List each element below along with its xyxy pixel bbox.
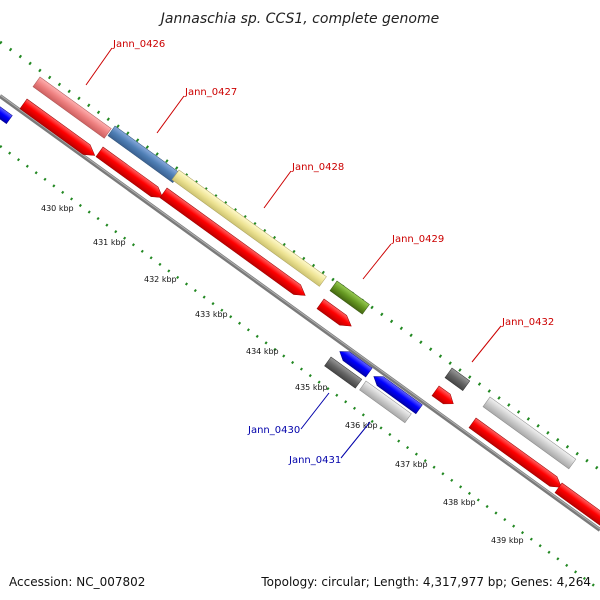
gene-label-jann-0429[interactable]: Jann_0429 — [391, 234, 444, 245]
tick-label: 434 kbp — [246, 347, 279, 356]
cog-bar-darkgray[interactable] — [324, 356, 363, 389]
cds-arrow[interactable] — [316, 298, 355, 331]
tick-label: 431 kbp — [93, 238, 126, 247]
cds-arrow[interactable] — [95, 146, 166, 202]
cog-bar-lightgray[interactable] — [482, 396, 577, 470]
gene-label-jann-0426[interactable]: Jann_0426 — [112, 39, 165, 50]
gene-label-jann-0430[interactable]: Jann_0430 — [247, 425, 300, 436]
tick-label: 438 kbp — [443, 498, 476, 507]
gc-dots-outer — [0, 40, 600, 472]
gene-label-jann-0428[interactable]: Jann_0428 — [291, 162, 344, 173]
accession-text: Accession: NC_007802 — [9, 575, 145, 589]
label-leaders — [85, 47, 502, 459]
cds-arrow-reverse[interactable] — [0, 98, 13, 125]
cog-bar-olive[interactable] — [329, 280, 370, 315]
cds-arrow[interactable] — [431, 385, 457, 409]
leader-line — [85, 47, 113, 86]
cds-arrow[interactable] — [468, 417, 565, 492]
genome-backbone-highlight — [0, 94, 600, 530]
genome-summary-text: Topology: circular; Length: 4,317,977 bp… — [260, 575, 591, 589]
cds-arrow[interactable] — [554, 482, 600, 534]
leader-line — [471, 325, 502, 363]
gene-label-jann-0432[interactable]: Jann_0432 — [501, 317, 554, 328]
scale-ticks: 430 kbp 431 kbp 432 kbp 433 kbp 434 kbp … — [41, 204, 524, 545]
gc-dots-inner — [0, 144, 600, 592]
forward-cds-track — [19, 98, 600, 534]
leader-line — [340, 421, 371, 459]
cds-arrow-reverse[interactable] — [371, 372, 423, 415]
cog-bar-steelblue[interactable] — [107, 125, 181, 183]
map-title: Jannaschia sp. CCS1, complete genome — [158, 11, 439, 27]
gene-label-jann-0427[interactable]: Jann_0427 — [184, 87, 237, 98]
forward-cog-track — [32, 76, 577, 470]
cog-bar-pink[interactable] — [32, 76, 112, 139]
tick-label: 430 kbp — [41, 204, 74, 213]
tick-label: 437 kbp — [395, 460, 428, 469]
cog-bar-khaki[interactable] — [171, 169, 327, 287]
tick-label: 435 kbp — [295, 383, 328, 392]
cds-arrow-reverse[interactable] — [337, 347, 373, 378]
cog-bar-darkgray[interactable] — [444, 367, 471, 391]
tick-label: 436 kbp — [345, 421, 378, 430]
cds-arrow[interactable] — [159, 187, 309, 300]
tick-label: 432 kbp — [144, 275, 177, 284]
leader-line — [156, 95, 185, 134]
leader-line — [362, 243, 392, 280]
leader-line — [300, 392, 330, 430]
tick-label: 439 kbp — [491, 536, 524, 545]
reverse-track — [0, 98, 423, 424]
gene-label-jann-0431[interactable]: Jann_0431 — [288, 455, 341, 466]
leader-line — [263, 170, 292, 209]
cog-bar-lightgray[interactable] — [359, 380, 412, 424]
cds-arrow[interactable] — [19, 98, 98, 160]
tick-label: 433 kbp — [195, 310, 228, 319]
genome-backbone — [0, 94, 600, 532]
gene-labels: Jann_0426 Jann_0427 Jann_0428 Jann_0429 … — [112, 39, 554, 466]
